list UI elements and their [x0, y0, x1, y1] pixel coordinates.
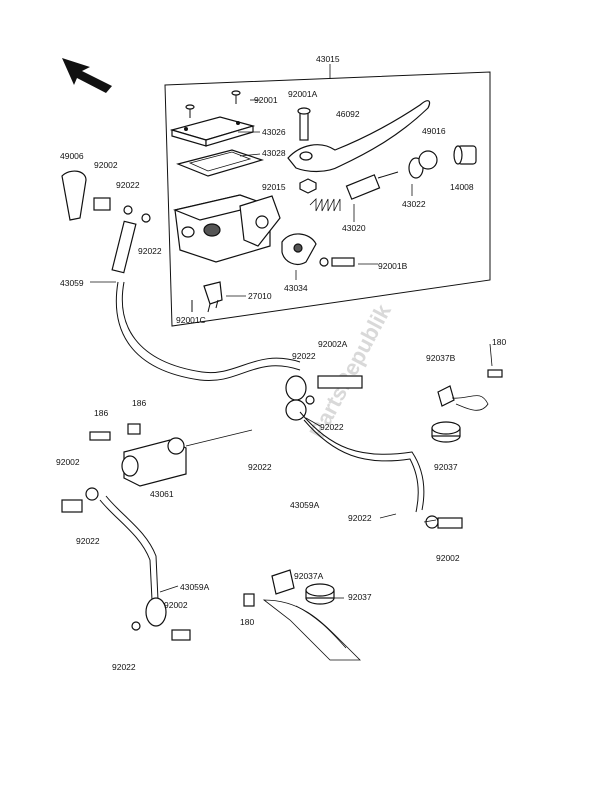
label-43026: 43026 [262, 127, 286, 137]
label-186-a: 186 [94, 408, 108, 418]
switch-cap-part [453, 145, 477, 165]
label-92001c: 92001C [176, 315, 206, 325]
label-43059: 43059 [60, 278, 84, 288]
brake-hose-lower-part [99, 495, 191, 641]
label-92002-right: 92002 [436, 553, 460, 563]
grommet-92037-part [431, 421, 461, 443]
label-92037b: 92037B [426, 353, 456, 363]
label-92037: 92037 [434, 462, 458, 472]
clamp-part [281, 233, 317, 265]
label-92022-a: 92022 [116, 180, 140, 190]
label-92022-d: 92022 [320, 422, 344, 432]
label-92022-b: 92022 [138, 246, 162, 256]
junction-block-part [89, 423, 187, 487]
boot-part [61, 170, 87, 221]
clamp-bolt-part [319, 257, 355, 267]
label-43020: 43020 [342, 223, 366, 233]
label-92001b: 92001B [378, 261, 408, 271]
banjo-bolt-top-part [93, 197, 151, 223]
label-92015: 92015 [262, 182, 286, 192]
dust-boot-part [408, 150, 438, 179]
brake-lever-part [287, 100, 431, 173]
label-43028: 43028 [262, 148, 286, 158]
label-92002-low: 92002 [164, 600, 188, 610]
label-43059a-mid: 43059A [290, 500, 320, 510]
label-186-b: 186 [132, 398, 146, 408]
label-49006: 49006 [60, 151, 84, 161]
label-92002-top: 92002 [94, 160, 118, 170]
screw-92001-part [185, 90, 241, 118]
banjo-fitting-mid-part [285, 375, 363, 421]
label-43061: 43061 [150, 489, 174, 499]
label-43034: 43034 [284, 283, 308, 293]
label-92002a: 92002A [318, 339, 348, 349]
label-14008: 14008 [450, 182, 474, 192]
clip-92037b-part [437, 369, 503, 411]
label-180-low: 180 [240, 617, 254, 627]
label-92002-left: 92002 [56, 457, 80, 467]
brake-hose-upper-part [111, 220, 301, 382]
label-92001a: 92001A [288, 89, 318, 99]
label-43022: 43022 [402, 199, 426, 209]
direction-arrow-icon [62, 58, 112, 93]
watermark: PartsRepublik [304, 299, 396, 442]
label-43015: 43015 [316, 54, 340, 64]
banjo-bolt-left-part [61, 487, 99, 513]
label-180-top: 180 [492, 337, 506, 347]
brake-switch-part [203, 281, 223, 313]
label-92022-e: 92022 [248, 462, 272, 472]
master-cylinder-body-part [172, 194, 281, 263]
label-27010: 27010 [248, 291, 272, 301]
nut-part [299, 178, 317, 194]
pivot-bolt-part [297, 107, 311, 141]
label-92022-f: 92022 [76, 536, 100, 546]
piston-assembly-part [309, 171, 399, 212]
leader-lines [90, 99, 493, 599]
reservoir-cap-part [169, 116, 256, 147]
clip-92037a-part [243, 569, 361, 661]
label-92022-g: 92022 [348, 513, 372, 523]
label-92037a: 92037A [294, 571, 324, 581]
brake-hose-right-part [299, 411, 463, 529]
label-92022-c: 92022 [292, 351, 316, 361]
label-92037-low: 92037 [348, 592, 372, 602]
label-92022-h: 92022 [112, 662, 136, 672]
label-49016: 49016 [422, 126, 446, 136]
label-43059a-low: 43059A [180, 582, 210, 592]
diaphragm-part [176, 149, 264, 177]
label-46092: 46092 [336, 109, 360, 119]
grommet-low-part [305, 583, 335, 605]
master-cylinder-group-box [164, 71, 491, 327]
label-92001: 92001 [254, 95, 278, 105]
